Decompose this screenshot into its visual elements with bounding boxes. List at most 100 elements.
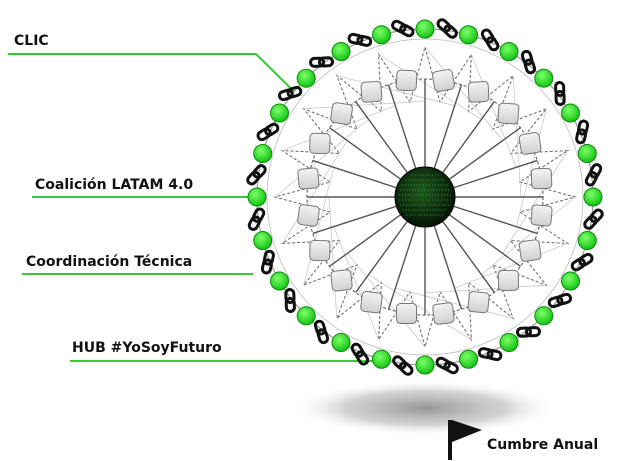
inner-box bbox=[297, 204, 320, 227]
inner-box bbox=[395, 69, 418, 92]
chain-link-icon bbox=[547, 292, 573, 309]
green-node bbox=[560, 271, 580, 291]
spoke bbox=[453, 205, 538, 235]
chain-link-icon bbox=[277, 85, 303, 102]
web-line bbox=[395, 287, 514, 319]
green-node bbox=[296, 68, 316, 88]
chain-link-icon bbox=[516, 326, 541, 338]
chain-link-icon bbox=[284, 288, 296, 313]
web-line bbox=[368, 274, 472, 340]
green-node bbox=[577, 144, 597, 164]
chain-link-icon bbox=[436, 18, 458, 39]
chain-link-icon bbox=[256, 122, 280, 142]
spoke bbox=[312, 159, 397, 189]
chain-link-icon bbox=[520, 49, 537, 75]
green-node bbox=[534, 68, 554, 88]
spoke bbox=[448, 127, 521, 180]
inner-box bbox=[432, 69, 455, 92]
spoke bbox=[442, 220, 495, 293]
network-web bbox=[246, 18, 604, 376]
web-line bbox=[515, 108, 547, 227]
green-node bbox=[331, 42, 351, 62]
green-node bbox=[499, 42, 519, 62]
chain-link-icon bbox=[477, 347, 503, 362]
inner-box bbox=[360, 80, 383, 103]
web-line bbox=[347, 253, 426, 348]
web-line bbox=[274, 119, 369, 198]
green-node bbox=[577, 230, 597, 250]
label-hub: HUB #YoSoyFuturo bbox=[72, 340, 222, 356]
inner-box bbox=[396, 303, 418, 325]
green-node bbox=[331, 332, 351, 352]
chain-link-icon bbox=[247, 207, 266, 231]
web-line bbox=[336, 75, 455, 107]
inner-ring bbox=[266, 38, 584, 356]
web-line bbox=[282, 105, 396, 152]
web-line bbox=[328, 196, 338, 319]
inner-box bbox=[497, 102, 520, 125]
globe-icon bbox=[394, 166, 456, 228]
web-line bbox=[454, 242, 568, 289]
spoke bbox=[453, 159, 538, 189]
chain-link-icon bbox=[246, 164, 267, 186]
web-line bbox=[378, 54, 482, 120]
green-node bbox=[247, 187, 267, 207]
web-line bbox=[424, 46, 503, 141]
chain-link-icon bbox=[480, 28, 500, 52]
inner-dashed-ring bbox=[306, 78, 544, 316]
web-line bbox=[502, 150, 568, 254]
spoke bbox=[329, 214, 402, 267]
inner-box bbox=[432, 302, 455, 325]
green-node bbox=[560, 103, 580, 123]
chain-link-icon bbox=[575, 119, 590, 145]
inner-box bbox=[467, 81, 490, 103]
spoke bbox=[387, 84, 417, 169]
chain-link-icon bbox=[391, 19, 415, 38]
green-node bbox=[253, 144, 273, 164]
green-node bbox=[583, 187, 603, 207]
chain-link-icon bbox=[309, 56, 334, 68]
web-line bbox=[303, 100, 426, 110]
green-node bbox=[458, 349, 478, 369]
chain-link-icon bbox=[435, 356, 459, 375]
inner-box bbox=[309, 132, 331, 155]
spoke bbox=[355, 101, 408, 174]
inner-box bbox=[530, 167, 553, 190]
spoke bbox=[312, 205, 397, 235]
spoke bbox=[442, 101, 495, 174]
inner-box bbox=[309, 239, 331, 262]
green-node bbox=[253, 230, 273, 250]
inner-box bbox=[360, 290, 383, 314]
spoke bbox=[433, 225, 463, 310]
inner-box bbox=[330, 269, 353, 292]
label-coalicion: Coalición LATAM 4.0 bbox=[35, 177, 194, 193]
chain-link-icon bbox=[392, 355, 414, 376]
web-line bbox=[481, 196, 576, 275]
chain-link-icon bbox=[583, 208, 604, 230]
green-node bbox=[372, 349, 392, 369]
label-clic: CLIC bbox=[14, 33, 49, 49]
web-line bbox=[470, 54, 517, 168]
web-line bbox=[424, 284, 547, 294]
chain-link-icon bbox=[347, 32, 373, 47]
spoke bbox=[355, 220, 408, 293]
chain-link-icon bbox=[260, 249, 275, 275]
web-line bbox=[333, 226, 380, 340]
green-node bbox=[415, 19, 435, 39]
inner-box bbox=[518, 132, 542, 155]
green-node bbox=[270, 271, 290, 291]
inner-box bbox=[330, 102, 353, 125]
green-node bbox=[534, 306, 554, 326]
green-node bbox=[415, 355, 435, 375]
green-node bbox=[296, 306, 316, 326]
label-coordinacion: Coordinación Técnica bbox=[26, 254, 193, 270]
chain-link-icon bbox=[350, 342, 370, 366]
inner-box bbox=[467, 291, 490, 314]
web-line bbox=[512, 75, 522, 198]
green-node bbox=[270, 103, 290, 123]
green-node bbox=[499, 332, 519, 352]
web-line bbox=[303, 167, 335, 286]
chain-link-icon bbox=[313, 319, 330, 345]
flag-icon bbox=[448, 420, 482, 460]
